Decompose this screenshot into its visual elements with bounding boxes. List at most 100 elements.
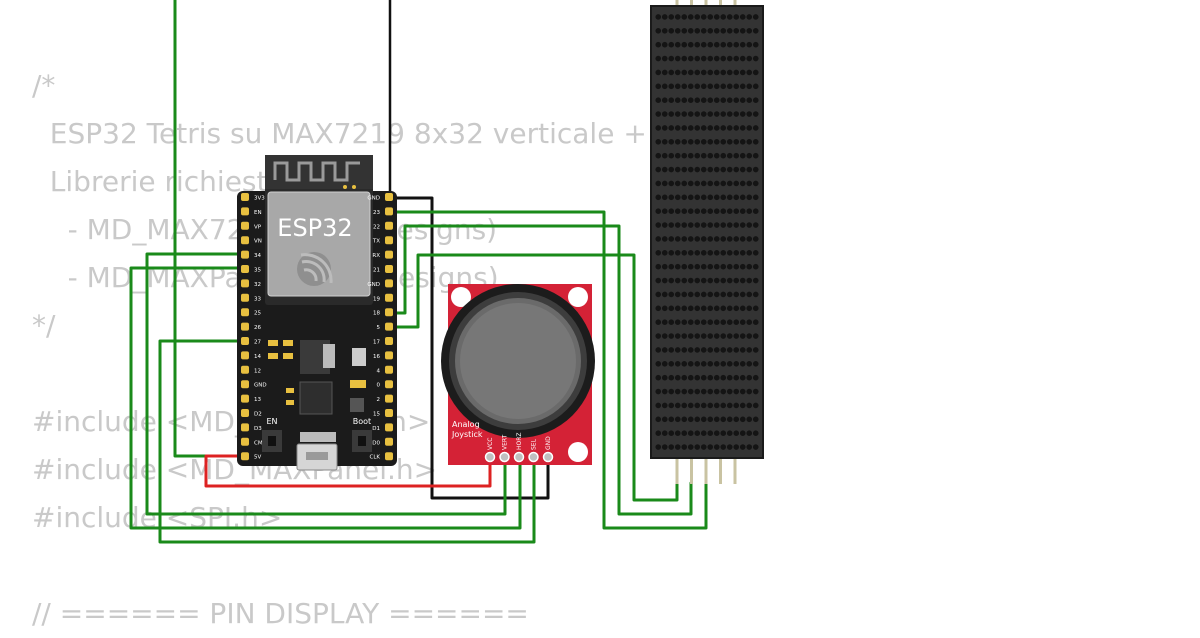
- matrix-led: [707, 69, 714, 76]
- wire-sel-green[interactable]: [158, 339, 536, 544]
- esp32-pin[interactable]: [385, 308, 393, 317]
- esp32-pin[interactable]: [241, 265, 249, 273]
- wire-horz-green[interactable]: [129, 266, 522, 530]
- matrix-led: [700, 277, 707, 284]
- esp32-pin[interactable]: [385, 265, 393, 273]
- esp32-pin[interactable]: [385, 250, 393, 259]
- esp32-pin-label: 15: [373, 412, 380, 418]
- matrix-header-pin[interactable]: [733, 0, 737, 8]
- matrix-led: [752, 208, 759, 214]
- wire-vert-green[interactable]: [145, 252, 507, 516]
- wire-cs-green[interactable]: [387, 224, 693, 516]
- matrix-led: [700, 388, 707, 395]
- esp32-pin[interactable]: [385, 351, 393, 360]
- esp32-pin[interactable]: [241, 221, 249, 230]
- esp32-pin[interactable]: [241, 322, 249, 331]
- joystick-pin[interactable]: [528, 451, 539, 463]
- wire-clk-green[interactable]: [387, 253, 679, 502]
- esp32-pin[interactable]: [385, 193, 393, 201]
- joystick-pin[interactable]: [484, 451, 496, 463]
- matrix-led: [752, 305, 759, 312]
- matrix-header-pin[interactable]: [675, 456, 679, 484]
- matrix-led: [655, 111, 662, 117]
- matrix-led: [668, 333, 675, 339]
- esp32-pin[interactable]: [241, 193, 249, 201]
- esp32-pin[interactable]: [385, 337, 393, 345]
- matrix-led: [674, 208, 681, 214]
- esp32-pin[interactable]: [385, 380, 393, 389]
- wire-gnd-black[interactable]: [387, 196, 550, 500]
- esp32-pin[interactable]: [241, 308, 249, 317]
- esp32-pin[interactable]: [241, 437, 249, 446]
- esp32-pin[interactable]: [241, 279, 249, 288]
- matrix-led: [694, 83, 701, 90]
- matrix-header-pin[interactable]: [704, 0, 708, 8]
- esp32-pin[interactable]: [241, 380, 249, 389]
- esp32-pin[interactable]: [385, 452, 393, 461]
- esp32-pin[interactable]: [385, 279, 393, 288]
- matrix-led: [694, 388, 701, 395]
- esp32-pin[interactable]: [241, 423, 249, 432]
- esp32-pin[interactable]: [385, 437, 393, 446]
- esp32-pin[interactable]: [241, 409, 249, 417]
- matrix-header-pin[interactable]: [675, 0, 679, 8]
- esp32-pin[interactable]: [241, 337, 249, 345]
- esp32-pin[interactable]: [241, 394, 249, 403]
- matrix-header-pin[interactable]: [690, 0, 693, 8]
- wire-vcc-red[interactable]: [204, 454, 492, 488]
- matrix-header-pin[interactable]: [733, 456, 737, 484]
- esp32-pin[interactable]: [385, 207, 393, 216]
- esp32-pin[interactable]: [385, 236, 393, 245]
- matrix-led: [746, 388, 753, 395]
- esp32-pin[interactable]: [385, 365, 393, 374]
- matrix-led: [694, 263, 701, 270]
- esp32-pin[interactable]: [385, 409, 393, 417]
- matrix-led: [694, 194, 701, 201]
- matrix-led: [720, 388, 727, 395]
- esp32-pin[interactable]: [385, 423, 393, 432]
- esp32-pin-label: 25: [254, 311, 261, 317]
- esp32-pin[interactable]: [385, 221, 393, 230]
- matrix-led: [655, 291, 662, 298]
- led-matrix-max7219[interactable]: [650, 0, 764, 484]
- esp32-pin[interactable]: [241, 452, 249, 461]
- esp32-pin-label: D0: [372, 440, 380, 446]
- esp32-pin[interactable]: [241, 365, 249, 374]
- matrix-header-pin[interactable]: [719, 456, 722, 484]
- matrix-led: [694, 41, 701, 48]
- matrix-led: [668, 28, 675, 34]
- wire-din-green[interactable]: [387, 210, 708, 530]
- esp32-pin-label: CLK: [369, 455, 380, 461]
- esp32-pin[interactable]: [241, 207, 249, 216]
- wire-top-green[interactable]: [173, 0, 247, 458]
- esp32-pin[interactable]: [241, 250, 249, 259]
- matrix-led: [713, 277, 720, 284]
- matrix-led: [739, 14, 746, 20]
- matrix-led: [726, 347, 733, 353]
- matrix-led: [746, 208, 753, 214]
- joystick-pin[interactable]: [542, 451, 554, 463]
- joystick-pin[interactable]: [499, 451, 510, 463]
- matrix-led: [713, 222, 720, 228]
- matrix-header-pin[interactable]: [690, 456, 693, 484]
- esp32-pin[interactable]: [241, 236, 249, 245]
- matrix-led: [700, 14, 707, 20]
- matrix-led: [681, 55, 688, 62]
- matrix-led: [681, 28, 688, 34]
- matrix-header-pin[interactable]: [704, 456, 708, 484]
- esp32-pin[interactable]: [241, 351, 249, 360]
- esp32-pin[interactable]: [241, 293, 249, 302]
- esp32-board[interactable]: ESP32 3V3ENVPVN343532332526271412GND13D2…: [237, 155, 397, 471]
- matrix-header-pin[interactable]: [719, 0, 722, 8]
- esp32-pin[interactable]: [385, 322, 393, 331]
- joystick-pin[interactable]: [513, 451, 525, 463]
- matrix-led: [674, 152, 681, 159]
- esp32-pin[interactable]: [385, 293, 393, 302]
- matrix-led: [752, 444, 759, 450]
- matrix-led: [733, 361, 740, 367]
- esp32-pin-label: 5V: [254, 455, 261, 461]
- matrix-led: [746, 416, 753, 423]
- esp32-pin-label: D2: [254, 412, 262, 418]
- esp32-pin[interactable]: [385, 394, 393, 403]
